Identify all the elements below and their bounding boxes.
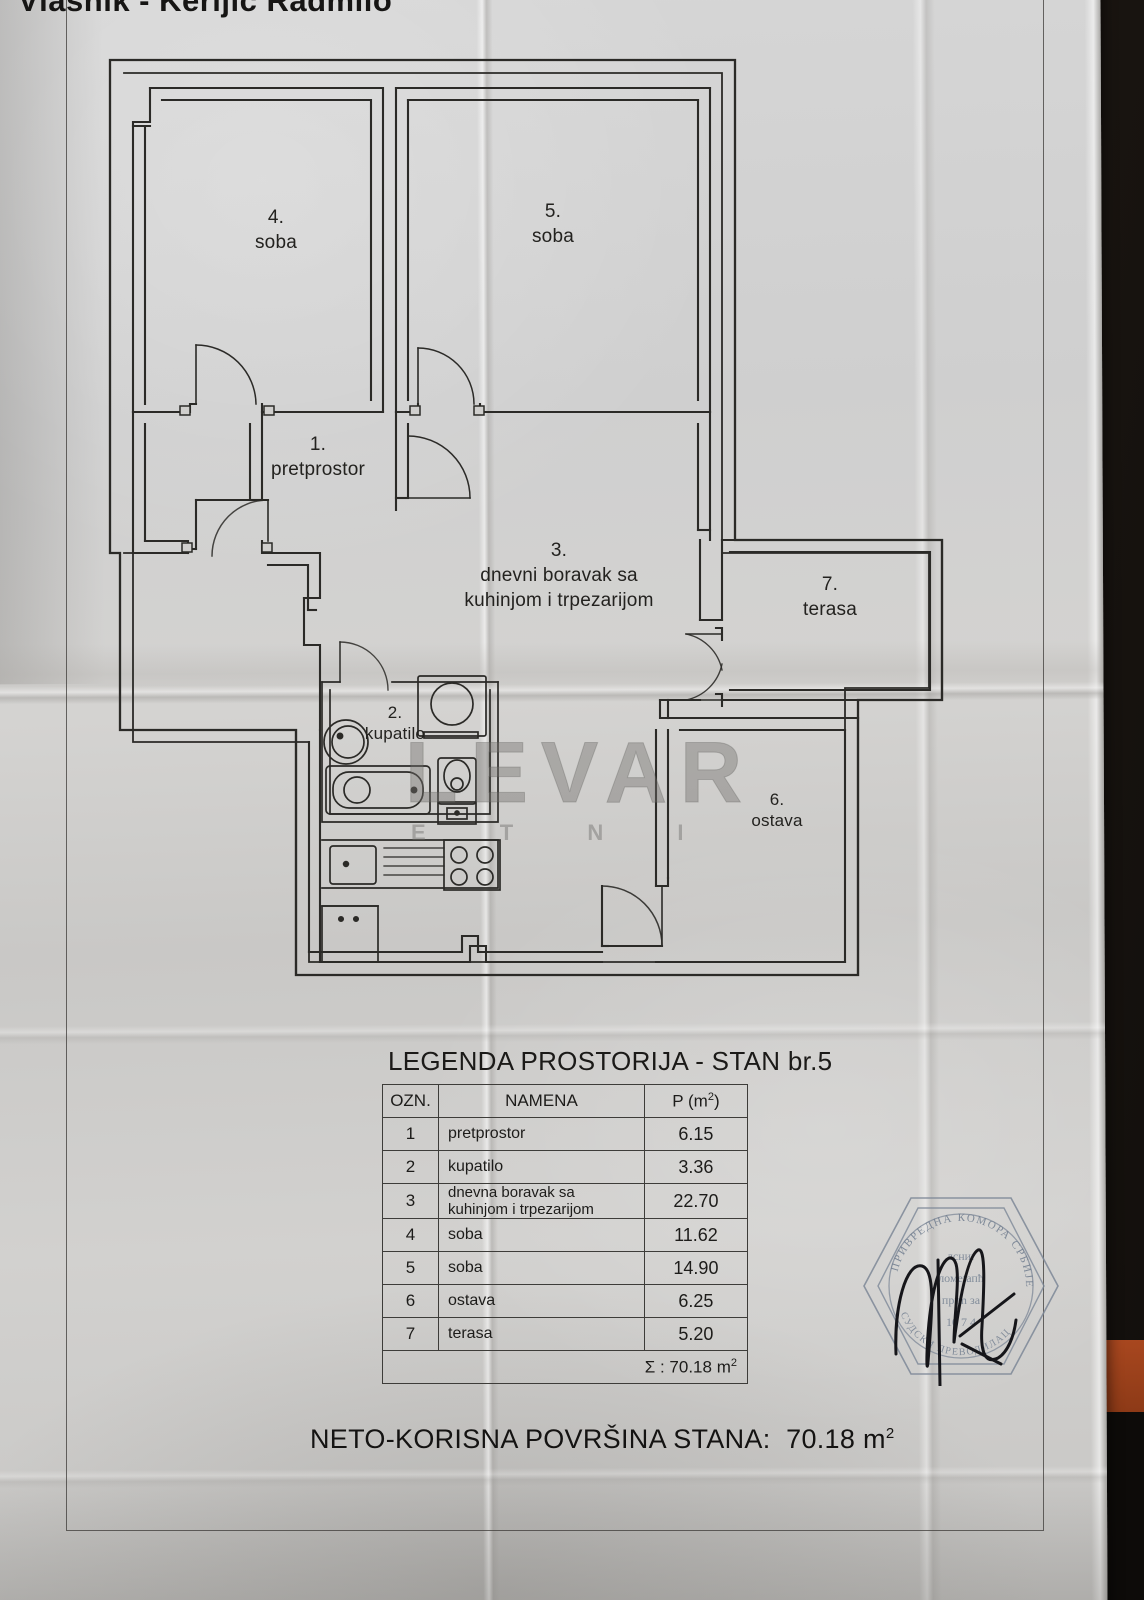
page-title: Vlasnik - Kerljic Radmilo (18, 0, 393, 18)
net-usable-area-unit: m (863, 1424, 886, 1454)
plan-label-room-3-num: 3. (550, 540, 568, 561)
table-row: 7 terasa 5.20 (382, 1317, 749, 1351)
legend-cell-ozn-3: 3 (382, 1183, 439, 1219)
plan-label-room-7-num: 7. (821, 574, 839, 595)
plan-label-room-6: 6. ostava (722, 789, 832, 831)
table-row: 3 dnevna boravak sa kuhinjom i trpezarij… (382, 1183, 749, 1219)
plan-label-room-3: 3. dnevni boravak sa kuhinjom i trpezari… (444, 538, 674, 613)
drawing-sheet-frame (66, 0, 1044, 1531)
legend-table: OZN. NAMENA P (m2) 1 pretprostor 6.15 2 … (382, 1084, 749, 1384)
table-row: 2 kupatilo 3.36 (382, 1150, 749, 1184)
legend-cell-ozn-7: 7 (382, 1317, 439, 1351)
legend-cell-name-6: ostava (438, 1284, 645, 1318)
legend-cell-area-3: 22.70 (643, 1183, 749, 1219)
legend-header-ozn: OZN. (382, 1084, 439, 1118)
legend-cell-name-7: terasa (438, 1317, 645, 1351)
legend-cell-area-7: 5.20 (643, 1317, 749, 1351)
legend-cell-ozn-6: 6 (382, 1284, 439, 1318)
legend-total-unit: m (716, 1357, 731, 1377)
legend-title: LEGENDA PROSTORIJA - STAN br.5 (388, 1046, 833, 1076)
legend-cell-area-2: 3.36 (643, 1150, 749, 1184)
net-usable-area-value: 70.18 (786, 1424, 856, 1454)
plan-label-room-1-name: pretprostor (270, 459, 366, 480)
legend-cell-area-4: 11.62 (643, 1218, 749, 1252)
legend-cell-name-3-line1: dnevna boravak sa (448, 1184, 575, 1201)
legend-total-exp: 2 (730, 1356, 737, 1369)
table-row: 1 pretprostor 6.15 (382, 1117, 749, 1151)
legend-cell-ozn-2: 2 (382, 1150, 439, 1184)
legend-cell-area-5: 14.90 (643, 1251, 749, 1285)
plan-label-room-2: 2. kupatilo (330, 702, 460, 744)
legend-total-prefix: Σ : (644, 1357, 665, 1377)
legend-total-value: 70.18 (669, 1357, 712, 1377)
legend-cell-ozn-4: 4 (382, 1218, 439, 1252)
plan-label-room-4-num: 4. (267, 207, 285, 228)
legend-cell-name-2: kupatilo (438, 1150, 645, 1184)
legend-cell-name-1: pretprostor (438, 1117, 645, 1151)
table-row: 4 soba 11.62 (382, 1218, 749, 1252)
legend-header-area: P (m2) (643, 1084, 749, 1118)
plan-label-room-4-name: soba (254, 232, 297, 253)
table-row: 6 ostava 6.25 (382, 1284, 749, 1318)
plan-label-room-3-name2: kuhinjom i trpezarijom (464, 590, 654, 611)
net-usable-area: NETO-KORISNA POVRŠINA STANA: 70.18 m2 (310, 1424, 894, 1455)
legend-cell-ozn-5: 5 (382, 1251, 439, 1285)
net-usable-area-label: NETO-KORISNA POVRŠINA STANA: (310, 1424, 771, 1454)
legend-cell-ozn-1: 1 (382, 1117, 439, 1151)
legend-cell-name-3-line2: kuhinjom i trpezarijom (448, 1201, 594, 1218)
plan-label-room-6-name: ostava (751, 811, 803, 830)
plan-label-room-6-num: 6. (769, 790, 785, 809)
plan-label-room-2-num: 2. (387, 703, 403, 722)
plan-label-room-5-num: 5. (544, 201, 562, 222)
legend-header-row: OZN. NAMENA P (m2) (382, 1084, 749, 1118)
legend-header-namena: NAMENA (438, 1084, 645, 1118)
plan-label-room-7: 7. terasa (775, 572, 885, 622)
legend-cell-area-1: 6.15 (643, 1117, 749, 1151)
legend-total-cell: Σ : 70.18 m2 (382, 1350, 748, 1384)
plan-label-room-1-num: 1. (309, 434, 327, 455)
legend-cell-area-6: 6.25 (643, 1284, 749, 1318)
plan-label-room-7-name: terasa (802, 599, 857, 620)
legend-cell-name-5: soba (438, 1251, 645, 1285)
plan-label-room-5-name: soba (531, 226, 574, 247)
plan-label-room-1: 1. pretprostor (228, 432, 408, 482)
net-usable-area-exp: 2 (885, 1425, 895, 1442)
plan-label-room-3-name: dnevni boravak sa (480, 565, 638, 586)
legend-cell-name-4: soba (438, 1218, 645, 1252)
legend-cell-name-3: dnevna boravak sa kuhinjom i trpezarijom (438, 1183, 645, 1219)
table-row: 5 soba 14.90 (382, 1251, 749, 1285)
plan-label-room-5: 5. soba (513, 199, 593, 249)
plan-label-room-2-name: kupatilo (364, 724, 426, 743)
legend-total-row: Σ : 70.18 m2 (382, 1350, 748, 1384)
plan-label-room-4: 4. soba (236, 205, 316, 255)
